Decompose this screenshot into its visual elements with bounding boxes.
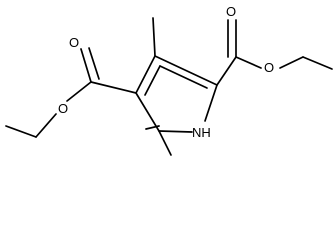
substituents — [5, 17, 333, 156]
atom-o-left-ester: O — [58, 101, 68, 116]
bond-c5-c5-inner — [145, 125, 160, 130]
atom-labels: O O O O NH — [58, 4, 274, 140]
bond-c2-c3 — [154, 55, 218, 86]
bond-c3-c4-inner — [144, 65, 161, 96]
atom-o-left-carbonyl: O — [69, 35, 79, 50]
bond-left-o-ethyl — [35, 113, 57, 138]
bond-left-ethyl — [5, 125, 37, 138]
atom-o-right-carbonyl: O — [226, 4, 236, 19]
molecule-canvas: O O O O NH — [5, 4, 333, 156]
pyrrole-ring — [135, 55, 218, 133]
bond-right-o-ethyl — [279, 56, 304, 69]
bond-left-c-o-double-b — [88, 47, 100, 80]
bond-right-ethyl — [302, 56, 333, 70]
atom-nh: NH — [192, 125, 211, 140]
bond-c4-carbonyl-carbon — [90, 81, 137, 94]
bond-c5-nh — [158, 130, 193, 133]
bond-c2-carbonyl-carbon — [216, 56, 237, 86]
bond-c4-c5 — [135, 92, 160, 132]
bond-c3-methyl — [152, 17, 156, 57]
bond-nh-c2 — [204, 84, 218, 122]
bond-right-c-o-single — [235, 56, 262, 69]
bond-left-c-o-single — [66, 81, 92, 102]
bond-c5-methyl — [158, 130, 172, 156]
bond-c3-c4 — [135, 55, 156, 94]
bond-c2-c3-inner — [159, 65, 208, 89]
atom-o-right-ester: O — [264, 60, 274, 75]
bond-left-c-o-double-a — [80, 48, 92, 83]
